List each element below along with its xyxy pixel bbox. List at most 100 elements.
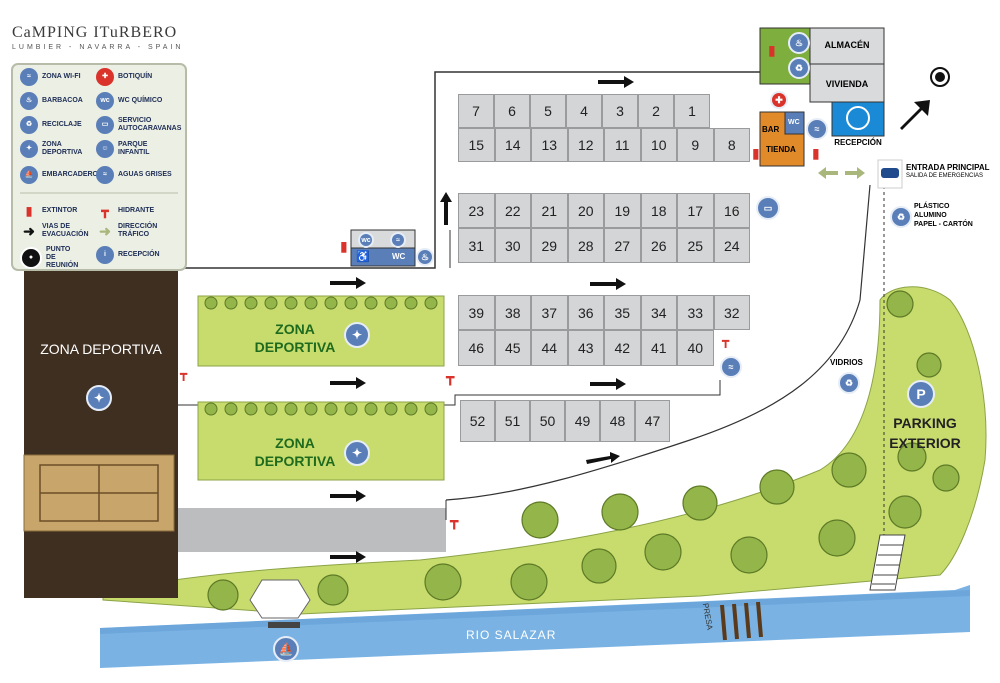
pitch-46: 46	[458, 330, 495, 366]
pitch-42: 42	[604, 330, 641, 366]
hydrant-icon-map-2: ┳	[446, 369, 455, 385]
legend-recycle: ♻RECICLAJE	[20, 116, 82, 134]
pitch-24: 24	[713, 228, 750, 263]
pitch-52: 52	[460, 400, 495, 442]
entrada-principal-label: ENTRADA PRINCIPAL	[906, 163, 990, 172]
recycle-icon: ♻	[20, 116, 38, 134]
legend-meeting-point: ●PUNTO DE REUNIÓN	[20, 246, 80, 270]
extinguisher-icon-map-1: ▮	[768, 42, 776, 58]
hydrant-icon: ┳	[101, 204, 109, 218]
wifi-icon: ≈	[20, 68, 38, 86]
legend-playground: ☺PARQUE INFANTIL	[96, 140, 156, 158]
pitch-31: 31	[458, 228, 495, 263]
extinguisher-icon-map-4: ▮	[340, 238, 348, 254]
pitch-37: 37	[531, 295, 568, 330]
pitch-35: 35	[604, 295, 641, 330]
pitch-14: 14	[494, 128, 531, 162]
pitch-48: 48	[600, 400, 635, 442]
legend-grey-water: ≈AGUAS GRISES	[96, 166, 172, 184]
wc-label: WC	[788, 119, 800, 126]
boat-icon: ⛵	[20, 166, 38, 184]
plastico-label: PLÁSTICO	[914, 203, 950, 210]
pitch-6: 6	[494, 94, 530, 128]
pitch-50: 50	[530, 400, 565, 442]
legend-motorhome: ▭SERVICIO AUTOCARAVANAS	[96, 116, 182, 134]
pitch-13: 13	[531, 128, 568, 162]
extinguisher-icon: ▮	[25, 204, 33, 218]
sports-lawn-2	[197, 401, 445, 481]
pitch-16: 16	[713, 193, 750, 228]
pitch-19: 19	[604, 193, 641, 228]
tienda-label: TIENDA	[766, 145, 796, 154]
legend-hydrant: ┳HIDRANTE	[96, 202, 154, 220]
aluminio-label: ALUMINO	[914, 212, 947, 219]
pitch-18: 18	[640, 193, 677, 228]
pitch-33: 33	[677, 295, 714, 330]
pitch-29: 29	[531, 228, 568, 263]
accessible-toilet-icon: ♿	[356, 251, 370, 263]
sports-icon-2: ✦	[344, 440, 370, 466]
pitch-34: 34	[640, 295, 677, 330]
pitch-20: 20	[567, 193, 604, 228]
pitch-17: 17	[677, 193, 714, 228]
toilet-wc-label: WC	[392, 252, 406, 261]
pitch-5: 5	[530, 94, 566, 128]
pitch-25: 25	[677, 228, 714, 263]
grey-water-icon: ≈	[96, 166, 114, 184]
zona-deportiva-2-label: ZONA DEPORTIVA	[254, 435, 336, 469]
green-park	[102, 286, 987, 615]
glass-recycle-icon: ♻	[838, 372, 860, 394]
papel-label: PAPEL - CARTÓN	[914, 221, 973, 228]
reception-icon: i	[96, 246, 114, 264]
pitch-21: 21	[531, 193, 568, 228]
pitch-22: 22	[494, 193, 531, 228]
first-aid-icon: ✚	[96, 68, 114, 86]
legend-sports: ✦ZONA DEPORTIVA	[20, 140, 82, 158]
pitch-8: 8	[713, 128, 750, 162]
pitch-39: 39	[458, 295, 495, 330]
pitch-41: 41	[640, 330, 677, 366]
grey-water-icon-map-2: ≈	[390, 232, 406, 248]
motorhome-service-icon: ▭	[96, 116, 114, 134]
pitch-10: 10	[640, 128, 677, 162]
barbecue-icon: ♨	[20, 92, 38, 110]
sports-lawn-1	[197, 295, 445, 367]
pitch-28: 28	[567, 228, 604, 263]
road-strip	[178, 508, 446, 552]
vidrios-label: VIDRIOS	[830, 358, 863, 367]
legend-boat: ⛵EMBARCADERO	[20, 166, 98, 184]
pitch-23: 23	[458, 193, 495, 228]
pitch-9: 9	[677, 128, 714, 162]
hydrant-icon-map-1: ┳	[180, 367, 188, 381]
extinguisher-icon-map-2: ▮	[752, 145, 760, 161]
legend-wifi: ≈ZONA WI-FI	[20, 68, 81, 86]
pitch-38: 38	[494, 295, 531, 330]
camping-subtitle: LUMBIER - NAVARRA - SPAIN	[12, 44, 184, 51]
pitch-44: 44	[531, 330, 568, 366]
pitch-30: 30	[494, 228, 531, 263]
pitch-15: 15	[458, 128, 495, 162]
legend-first-aid: ✚BOTIQUÍN	[96, 68, 152, 86]
pitch-51: 51	[495, 400, 530, 442]
first-aid-icon-map: ✚	[770, 91, 788, 109]
pitch-3: 3	[602, 94, 638, 128]
pitch-2: 2	[638, 94, 674, 128]
hydrant-icon-map-4: ┳	[450, 513, 459, 529]
salida-emergencias-label: SALIDA DE EMERGENCIAS	[906, 173, 984, 179]
pitch-12: 12	[567, 128, 604, 162]
legend-barbecue: ♨BARBACOA	[20, 92, 83, 110]
extinguisher-icon-map-3: ▮	[812, 145, 820, 161]
traffic-direction-icon: ➜	[99, 223, 111, 239]
pitch-36: 36	[567, 295, 604, 330]
pitch-7: 7	[458, 94, 494, 128]
parking-label: PARKING EXTERIOR	[889, 415, 961, 451]
motorhome-service-icon-map: ▭	[756, 196, 780, 220]
grey-water-icon-map: ≈	[720, 356, 742, 378]
vivienda-label: VIVIENDA	[825, 79, 869, 89]
pitch-49: 49	[565, 400, 600, 442]
bar-label: BAR	[762, 125, 780, 134]
meeting-point-icon: ●	[20, 247, 42, 269]
hydrant-icon-map-3: ┳	[722, 334, 730, 348]
recycle-point-icon: ♻	[890, 206, 912, 228]
